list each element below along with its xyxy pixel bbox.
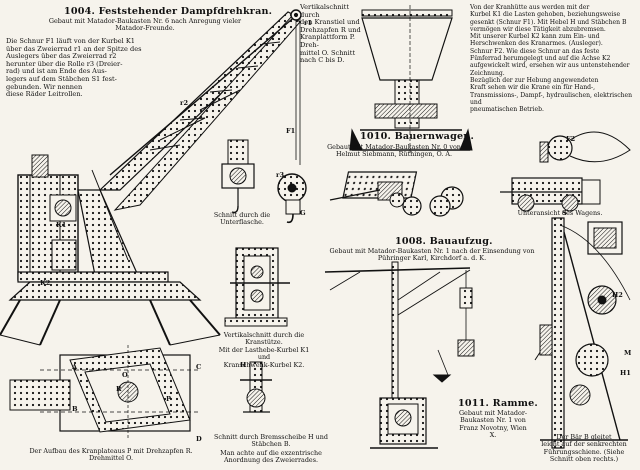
label-r2: r2 [180, 99, 189, 107]
lift-subtitle: Gebaut mit Matador-Baukasten Nr. 1 nach … [329, 247, 535, 263]
crane-jib [98, 11, 302, 211]
label-G: G [300, 209, 306, 217]
wagon-underside-drawing [500, 177, 601, 212]
label-H: H [240, 361, 247, 369]
label-P: P [166, 395, 171, 403]
brake-caption-note: Man achte auf die exzentrische Anordnung… [220, 449, 322, 465]
base-plan-caption: Der Aufbau des Kranplateaus P mit Drehza… [29, 447, 193, 463]
pulley-caption: Schnitt durch die Unterflasche. [213, 211, 271, 227]
support-section-caption: Vertikalschnitt durch die Kranstütze. Mi… [218, 331, 310, 369]
lift-title: 1008. Bauaufzug. [395, 236, 493, 247]
wagon-subtitle: Gebaut mit Matador-Baukasten Nr. 0 von H… [327, 143, 461, 159]
column-section-caption: Vertikalschnitt durch den Kranstiel und … [300, 3, 361, 65]
ramme-body-text: Der Bär B gleitet leicht auf der senkrec… [541, 433, 627, 464]
label-K2: K2 [40, 279, 51, 287]
pile-driver-drawing [534, 217, 631, 449]
crane-title: 1004. Feststehender Dampfdrehkran. [64, 6, 273, 17]
label-F2: F2 [566, 135, 576, 143]
crane-right-column-text: Von der Kranhütte aus werden mit der Kur… [470, 4, 633, 114]
label-H2: H2 [612, 291, 623, 299]
wagon-title: 1010. Bauernwagen. [360, 131, 475, 142]
lift-drawing [324, 261, 475, 449]
label-D: D [196, 435, 202, 443]
ramme-subtitle: Gebaut mit Matador- Baukasten Nr. 1 von … [458, 409, 528, 440]
brake-caption: Schnitt durch Bremsscheibe H und Stäbche… [214, 433, 328, 449]
crane-drawing [0, 9, 307, 346]
label-A: A [72, 363, 78, 371]
base-plan-drawing [9, 345, 200, 440]
column-section-drawing [349, 5, 473, 155]
crane-body-text: Die Schnur F1 läuft von der Kurbel K1 üb… [6, 37, 142, 99]
brake-section-drawing [240, 361, 272, 413]
wagon-underside-caption: Unteransicht des Wagens. [517, 209, 603, 217]
label-K1: K1 [56, 221, 67, 229]
label-M: M [624, 349, 632, 357]
label-C: C [196, 363, 202, 371]
label-r1: r1 [304, 19, 313, 27]
label-H1: H1 [620, 369, 631, 377]
label-O: O [122, 371, 128, 379]
pulley-section-drawing [221, 139, 255, 214]
crane-subtitle: Gebaut mit Matador-Baukasten Nr. 6 nach … [48, 17, 242, 33]
label-S: S [562, 209, 567, 217]
crane-house [17, 154, 79, 281]
support-section-drawing [224, 247, 290, 327]
ramme-title: 1011. Ramme. [458, 398, 538, 409]
label-F1: F1 [286, 127, 296, 135]
label-r3: r3 [276, 171, 285, 179]
label-B: B [72, 405, 78, 413]
label-R: R [116, 385, 122, 393]
rope-diagram [539, 131, 631, 163]
wagon-drawing [329, 171, 464, 217]
